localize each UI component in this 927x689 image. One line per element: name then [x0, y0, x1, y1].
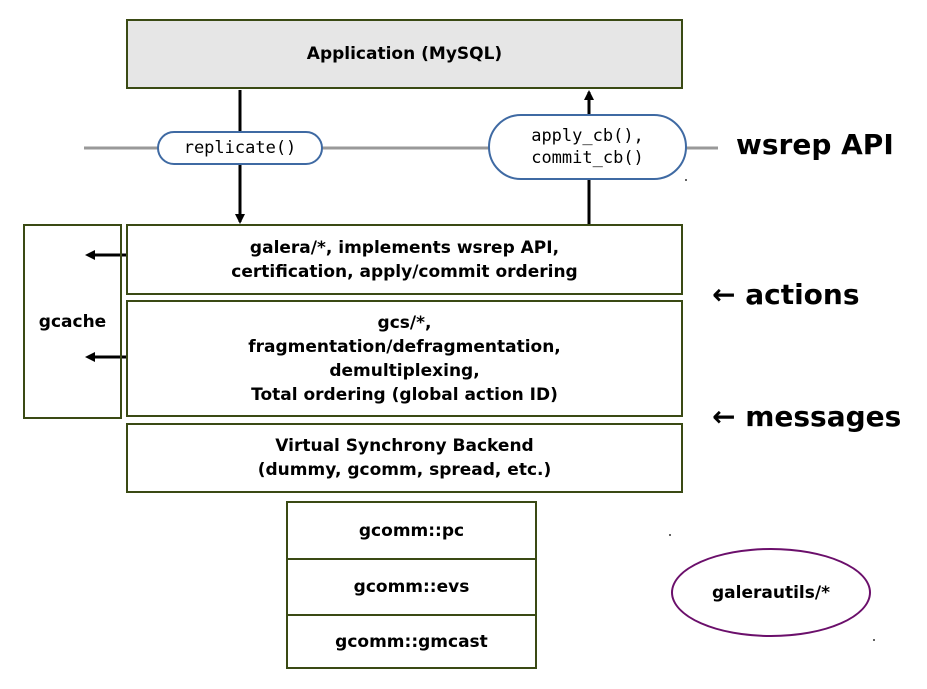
- gcomm-gmcast-box: gcomm::gmcast: [286, 614, 537, 669]
- gcomm-evs-label: gcomm::evs: [353, 577, 470, 597]
- gcomm-pc-label: gcomm::pc: [358, 520, 465, 541]
- galerautils-label: galerautils/*: [712, 582, 830, 603]
- gcs-line-1: gcs/*,: [377, 312, 432, 333]
- gcache-box: gcache: [23, 224, 122, 419]
- application-label: Application (MySQL): [306, 44, 503, 64]
- messages-label: ← messages: [712, 400, 902, 433]
- replicate-label: replicate(): [183, 138, 297, 158]
- galera-line-1: galera/*, implements wsrep API,: [249, 237, 560, 258]
- gcache-label: gcache: [38, 311, 107, 332]
- backend-line-2: (dummy, gcomm, spread, etc.): [257, 460, 552, 480]
- backend-line-1: Virtual Synchrony Backend: [275, 436, 534, 456]
- galera-line-2: certification, apply/commit ordering: [231, 261, 578, 282]
- application-box: Application (MySQL): [126, 19, 683, 89]
- gcomm-pc-box: gcomm::pc: [286, 501, 537, 560]
- gcs-layer: gcs/*, fragmentation/defragmentation, de…: [126, 300, 683, 417]
- gcomm-evs-box: gcomm::evs: [286, 558, 537, 616]
- apply-cb-label: apply_cb(),: [531, 126, 644, 146]
- backend-layer: Virtual Synchrony Backend (dummy, gcomm,…: [126, 423, 683, 493]
- actions-label: ← actions: [712, 278, 860, 311]
- gcs-line-4: Total ordering (global action ID): [251, 384, 558, 405]
- commit-cb-label: commit_cb(): [531, 148, 644, 168]
- gcomm-gmcast-label: gcomm::gmcast: [335, 631, 488, 652]
- gcs-line-2: fragmentation/defragmentation,: [248, 336, 561, 357]
- galera-layer: galera/*, implements wsrep API, certific…: [126, 224, 683, 295]
- callbacks-call: apply_cb(), commit_cb(): [488, 114, 687, 180]
- gcs-line-3: demultiplexing,: [329, 360, 480, 381]
- replicate-call: replicate(): [157, 131, 323, 165]
- galerautils-ellipse: galerautils/*: [671, 548, 871, 637]
- wsrep-api-label: wsrep API: [736, 128, 894, 161]
